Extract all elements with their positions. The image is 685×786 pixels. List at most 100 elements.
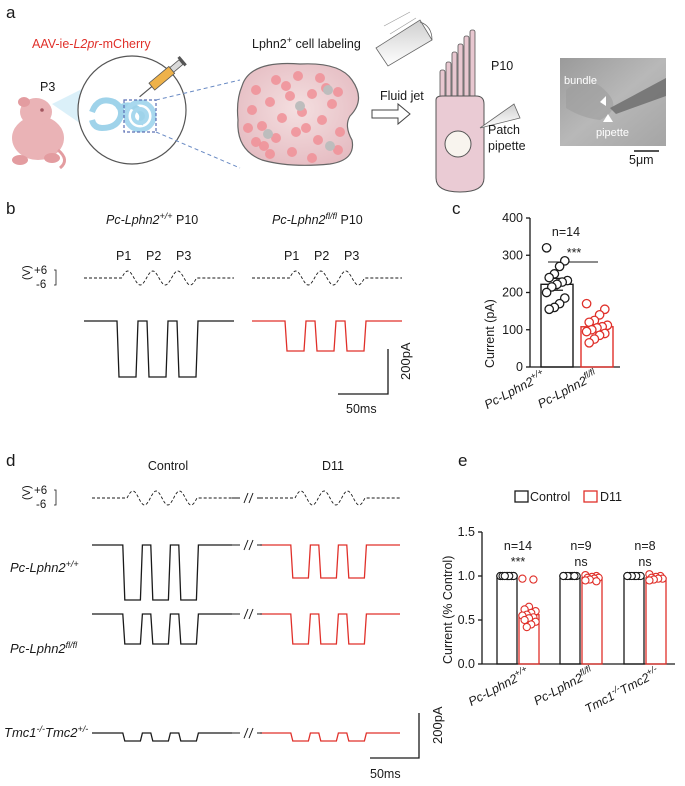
b-pulse-label: P1	[284, 249, 299, 263]
e-data-point	[520, 615, 529, 625]
labeled-cell-dot	[315, 73, 325, 83]
labeled-cell-dot	[333, 145, 343, 155]
labeled-cell-dot	[281, 81, 291, 91]
labeled-cell-dot	[301, 123, 311, 133]
e-data-point	[570, 571, 579, 581]
d-trace-wt-control	[92, 544, 232, 601]
labeled-cell-dot	[333, 87, 343, 97]
e-plot: 0.00.51.01.5	[458, 525, 675, 671]
e-bar	[581, 577, 603, 665]
unlabeled-cell-dot	[263, 129, 273, 139]
d-trace-tmc-control	[92, 732, 232, 742]
e-bar	[559, 575, 581, 665]
panel-c-letter: c	[452, 199, 461, 218]
e-sig-label: ns	[574, 555, 587, 569]
b-pulse-labels: P1 P2 P3 P1 P2 P3	[116, 249, 359, 263]
d-trace-fl-d11	[260, 613, 400, 645]
c-data-point	[541, 287, 552, 298]
labeled-cell-dot	[259, 141, 269, 151]
e-data-point	[529, 575, 538, 584]
labeled-cell-dot	[335, 127, 345, 137]
labeled-cell-dot	[271, 75, 281, 85]
e-bar	[645, 577, 667, 665]
labeling-label: Lphn2+ cell labeling	[252, 35, 361, 51]
d-trace-fl-control	[92, 613, 232, 645]
c-data-point	[584, 337, 595, 348]
p10-label: P10	[491, 59, 513, 73]
b-stim-pos: +6	[34, 265, 47, 277]
c-data-point	[544, 304, 555, 315]
b-scalebar	[338, 349, 389, 395]
labeled-cell-dot	[307, 153, 317, 163]
d-trace-wt-d11	[260, 544, 400, 579]
panel-d: d Control D11 (V) +6 -6 Pc-Lphn2+/+ Pc-L…	[4, 451, 445, 781]
e-data-point	[522, 622, 531, 632]
panel-a: a AAV-ie-L2pr-mCherry P3	[6, 3, 666, 193]
panel-e: e Control D11 Current (% Control) n=14 *…	[441, 451, 675, 716]
d-stim-bracket	[54, 489, 57, 506]
labeled-cell-dot	[327, 99, 337, 109]
c-y-tick-label: 200	[502, 286, 523, 300]
e-y-tick-label: 0.5	[458, 613, 475, 627]
d-stim-trace-d11	[260, 490, 400, 506]
e-data-point	[518, 574, 527, 583]
b-pulse-label: P3	[176, 249, 191, 263]
virus-label: AAV-ie-L2pr-mCherry	[32, 37, 151, 51]
c-xlabel-ko: Pc-Lphn2fl/fl	[534, 366, 600, 411]
e-data-point	[645, 576, 654, 585]
pipette-label: pipette	[488, 139, 526, 153]
d-stim-neg: -6	[36, 499, 46, 511]
b-pulse-label: P1	[116, 249, 131, 263]
c-data-point	[581, 326, 592, 337]
c-y-tick-label: 100	[502, 323, 523, 337]
e-sig-label: ns	[638, 555, 651, 569]
b-current-trace-wt	[84, 320, 234, 378]
panel-b-letter: b	[6, 199, 15, 218]
b-stim-unit: (V)	[21, 265, 33, 280]
labeled-cell-dot	[307, 89, 317, 99]
e-data-point	[500, 571, 509, 581]
syringe-icon	[139, 55, 187, 98]
flow-arrow-icon	[371, 102, 411, 126]
e-data-point	[559, 571, 568, 581]
c-y-tick-label: 400	[502, 211, 523, 225]
d-col-control: Control	[148, 459, 188, 473]
labeled-cell-dot	[243, 123, 253, 133]
c-y-tick-label: 300	[502, 248, 523, 262]
e-y-tick-label: 1.0	[458, 569, 475, 583]
mouse-pup-illustration	[12, 97, 66, 170]
light-cone-icon	[52, 88, 84, 126]
panel-d-letter: d	[6, 451, 15, 470]
e-n-label: n=14	[504, 539, 532, 553]
labeled-cell-dot	[285, 91, 295, 101]
d-scalebar-current: 200pA	[430, 706, 445, 744]
hair-cell-illustration	[435, 29, 485, 193]
d-stim-unit: (V)	[21, 485, 33, 500]
b-stim-trace-wt	[84, 270, 234, 286]
fluid-jet-label: Fluid jet	[380, 89, 424, 103]
b-pulse-label: P2	[146, 249, 161, 263]
c-y-tick-label: 0	[516, 360, 523, 374]
e-y-tick-label: 0.0	[458, 657, 475, 671]
age-p3-label: P3	[40, 80, 55, 94]
micrograph-image	[560, 58, 666, 146]
zoom-line-bottom	[155, 131, 241, 169]
labeled-cell-dot	[251, 137, 261, 147]
e-xlabel-tmc: Tmc1-/-Tmc2+/-	[582, 664, 662, 717]
labeled-cell-dot	[293, 71, 303, 81]
d-row-label-fl: Pc-Lphn2fl/fl	[10, 640, 78, 656]
c-data-point	[544, 272, 555, 283]
fluid-jet-pipe-icon	[375, 11, 433, 67]
e-sig-label: ***	[511, 555, 526, 569]
e-n-label: n=8	[634, 539, 655, 553]
c-data-point	[581, 298, 592, 309]
panel-c: c Current (pA) n=14 *** Pc-Lphn2+/+ Pc-L…	[452, 199, 620, 412]
labeled-cell-dot	[313, 135, 323, 145]
c-data-point	[554, 261, 565, 272]
d-scalebar	[370, 713, 420, 759]
micrograph-bundle-label: bundle	[564, 75, 597, 87]
d-trace-tmc-d11	[260, 732, 400, 742]
labeled-cell-dot	[265, 97, 275, 107]
d-row-label-tmc: Tmc1-/-Tmc2+/-	[4, 724, 88, 740]
